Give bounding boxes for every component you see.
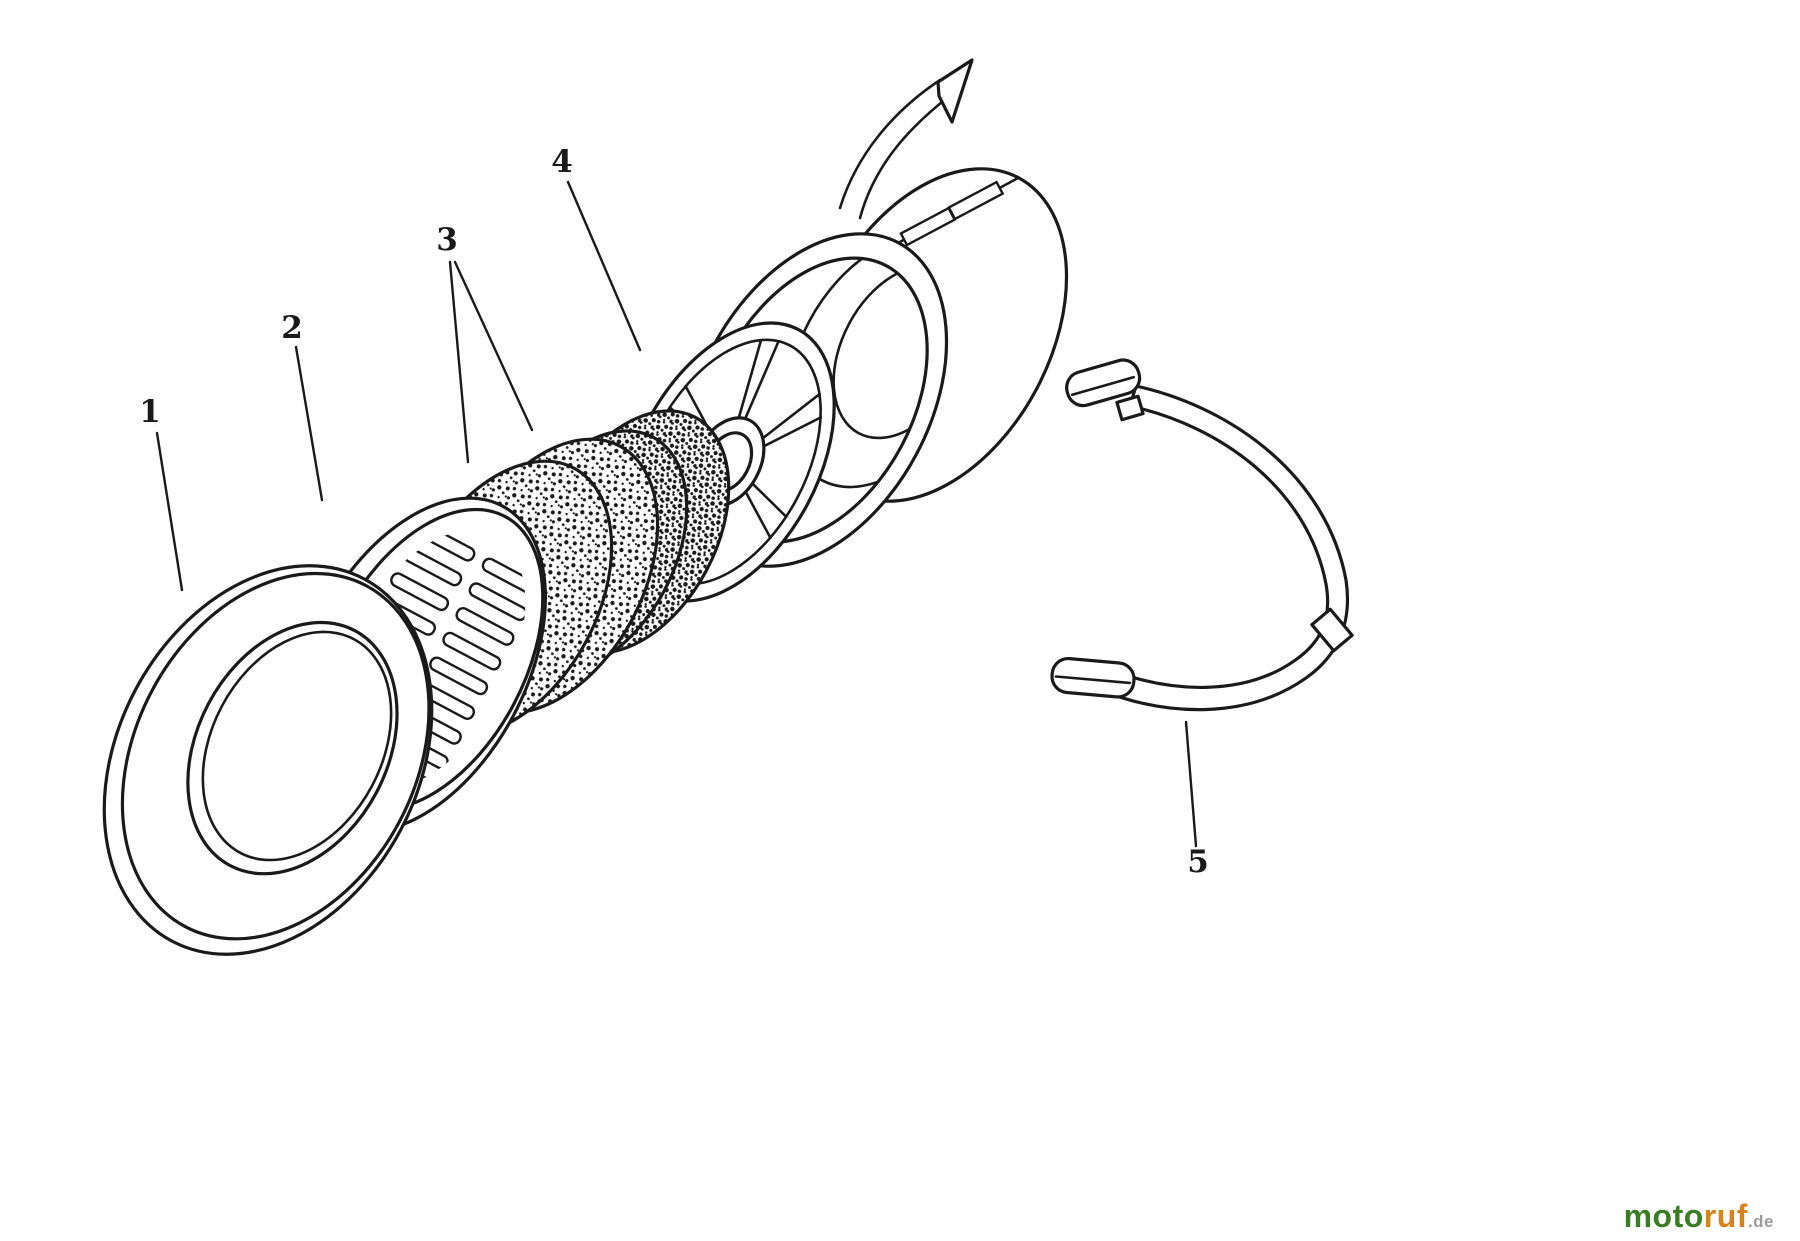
clip-top-hook-body	[1065, 358, 1142, 408]
spoke-line	[743, 340, 780, 422]
clip-band	[1098, 384, 1350, 712]
clip-side-tab-rect	[1310, 607, 1354, 653]
housing-bracket-hook	[936, 58, 974, 124]
spoke-line	[749, 480, 788, 518]
watermark-brand-primary: moto	[1623, 1198, 1704, 1234]
grille-slot	[390, 572, 450, 612]
part-label-2: 2	[281, 310, 303, 346]
part-label-4: 4	[551, 144, 573, 180]
part-label-1: 1	[139, 394, 161, 430]
watermark-logo: motoruf.de	[1624, 1198, 1774, 1235]
leader-line-3a	[448, 260, 470, 464]
part-label-3: 3	[436, 222, 458, 258]
clip-top-hook	[1065, 358, 1142, 408]
housing-rim-slot-2-rect	[947, 180, 1005, 221]
callouts: 1 2 3 4 5	[139, 144, 1209, 880]
part-1-cover-ring	[102, 564, 434, 956]
grille-slot	[429, 656, 489, 696]
spoke-line	[737, 338, 763, 421]
ring-hole-edge	[186, 620, 399, 876]
clip-top-tab	[1115, 394, 1145, 422]
grille-slot	[442, 631, 502, 671]
grille-slot	[455, 607, 515, 646]
spoke-line	[760, 416, 823, 449]
housing-rim-slot-2	[947, 180, 1005, 221]
clip-top-hook-line	[1070, 375, 1136, 397]
clip-bottom-hook	[1050, 656, 1136, 699]
clip-bottom-hook-line	[1054, 675, 1131, 685]
watermark-brand-secondary: ruf	[1703, 1198, 1748, 1234]
spoke-line	[760, 392, 821, 441]
watermark-tld: .de	[1747, 1212, 1774, 1231]
leader-line-2	[294, 345, 324, 502]
spoke-line	[743, 488, 772, 540]
leader-line-3b	[453, 260, 534, 432]
part-5-retainer-clip	[1050, 358, 1354, 712]
ring-hole-inner	[201, 630, 393, 862]
leader-line-4	[566, 180, 642, 352]
housing-bracket-outer-edge	[838, 78, 942, 210]
leader-line-5	[1184, 720, 1198, 848]
clip-bottom-hook-body	[1050, 656, 1136, 699]
clip-top-tab-rect	[1115, 394, 1145, 422]
clip-side-tab	[1310, 607, 1354, 653]
part-label-5: 5	[1187, 844, 1209, 880]
leader-line-1	[155, 431, 184, 592]
housing-bracket-inner-edge	[858, 92, 954, 220]
